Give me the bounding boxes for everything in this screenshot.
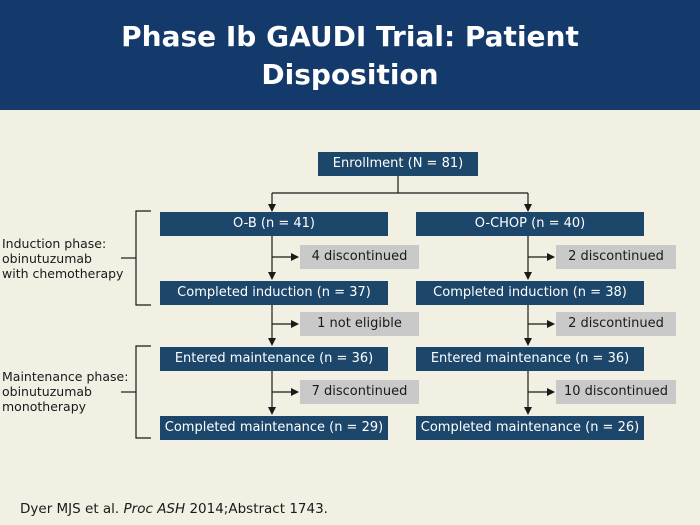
ob-entered-maintenance-box: Entered maintenance (n = 36) <box>160 347 388 371</box>
enrollment-box: Enrollment (N = 81) <box>318 152 478 176</box>
ob-arm-box: O-B (n = 41) <box>160 212 388 236</box>
ochop-arm-box: O-CHOP (n = 40) <box>416 212 644 236</box>
citation: Dyer MJS et al. Proc ASH 2014;Abstract 1… <box>20 501 328 517</box>
slide-title: Phase Ib GAUDI Trial: Patient Dispositio… <box>121 20 579 91</box>
induction-phase-line: Induction phase: <box>2 236 107 251</box>
ob-discontinued-maintenance: 7 discontinued <box>300 380 419 404</box>
citation-authors: Dyer MJS et al. <box>20 501 120 517</box>
maintenance-phase-line: monotherapy <box>2 399 87 414</box>
induction-phase-label: Induction phase: obinutuzumab with chemo… <box>2 236 123 281</box>
maintenance-phase-line: obinutuzumab <box>2 384 92 399</box>
ochop-completed-maintenance-box: Completed maintenance (n = 26) <box>416 416 644 440</box>
ob-completed-induction-box: Completed induction (n = 37) <box>160 281 388 305</box>
ochop-discontinued-transition: 2 discontinued <box>556 312 676 336</box>
ob-not-eligible: 1 not eligible <box>300 312 419 336</box>
ob-completed-maintenance-box: Completed maintenance (n = 29) <box>160 416 388 440</box>
ochop-discontinued-maintenance: 10 discontinued <box>556 380 676 404</box>
title-bar: Phase Ib GAUDI Trial: Patient Dispositio… <box>0 0 700 110</box>
ochop-entered-maintenance-box: Entered maintenance (n = 36) <box>416 347 644 371</box>
ob-discontinued-induction: 4 discontinued <box>300 245 419 269</box>
maintenance-phase-label: Maintenance phase: obinutuzumab monother… <box>2 369 128 414</box>
induction-phase-line: obinutuzumab <box>2 251 92 266</box>
maintenance-phase-line: Maintenance phase: <box>2 369 129 384</box>
induction-phase-line: with chemotherapy <box>2 266 124 281</box>
citation-details: 2014;Abstract 1743. <box>189 501 328 517</box>
citation-journal: Proc ASH <box>123 501 186 517</box>
ochop-completed-induction-box: Completed induction (n = 38) <box>416 281 644 305</box>
ochop-discontinued-induction: 2 discontinued <box>556 245 676 269</box>
